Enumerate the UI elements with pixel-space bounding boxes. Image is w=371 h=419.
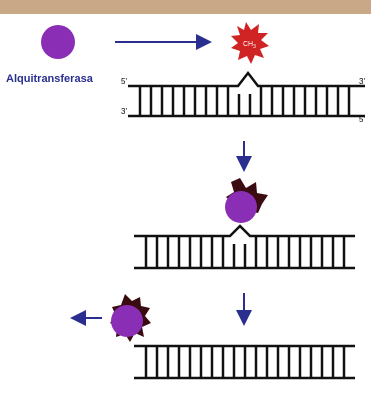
top-image-band xyxy=(0,0,371,14)
dna-strand-1 xyxy=(128,70,365,118)
enzyme-label: Alquitransferasa xyxy=(6,73,94,85)
enzyme-released xyxy=(111,305,143,337)
dna-strand-2 xyxy=(134,224,355,270)
strand-end-bottom-right: 5' xyxy=(359,115,365,124)
strand-end-top-left: 5' xyxy=(121,77,127,86)
enzyme-free xyxy=(41,25,75,59)
methyl-label: CH3 xyxy=(243,41,256,50)
dna-strand-3 xyxy=(134,344,355,380)
enzyme-bound xyxy=(225,191,257,223)
strand-end-bottom-left: 3' xyxy=(121,107,127,116)
strand-end-top-right: 3' xyxy=(359,77,365,86)
methyl-group xyxy=(231,22,269,64)
